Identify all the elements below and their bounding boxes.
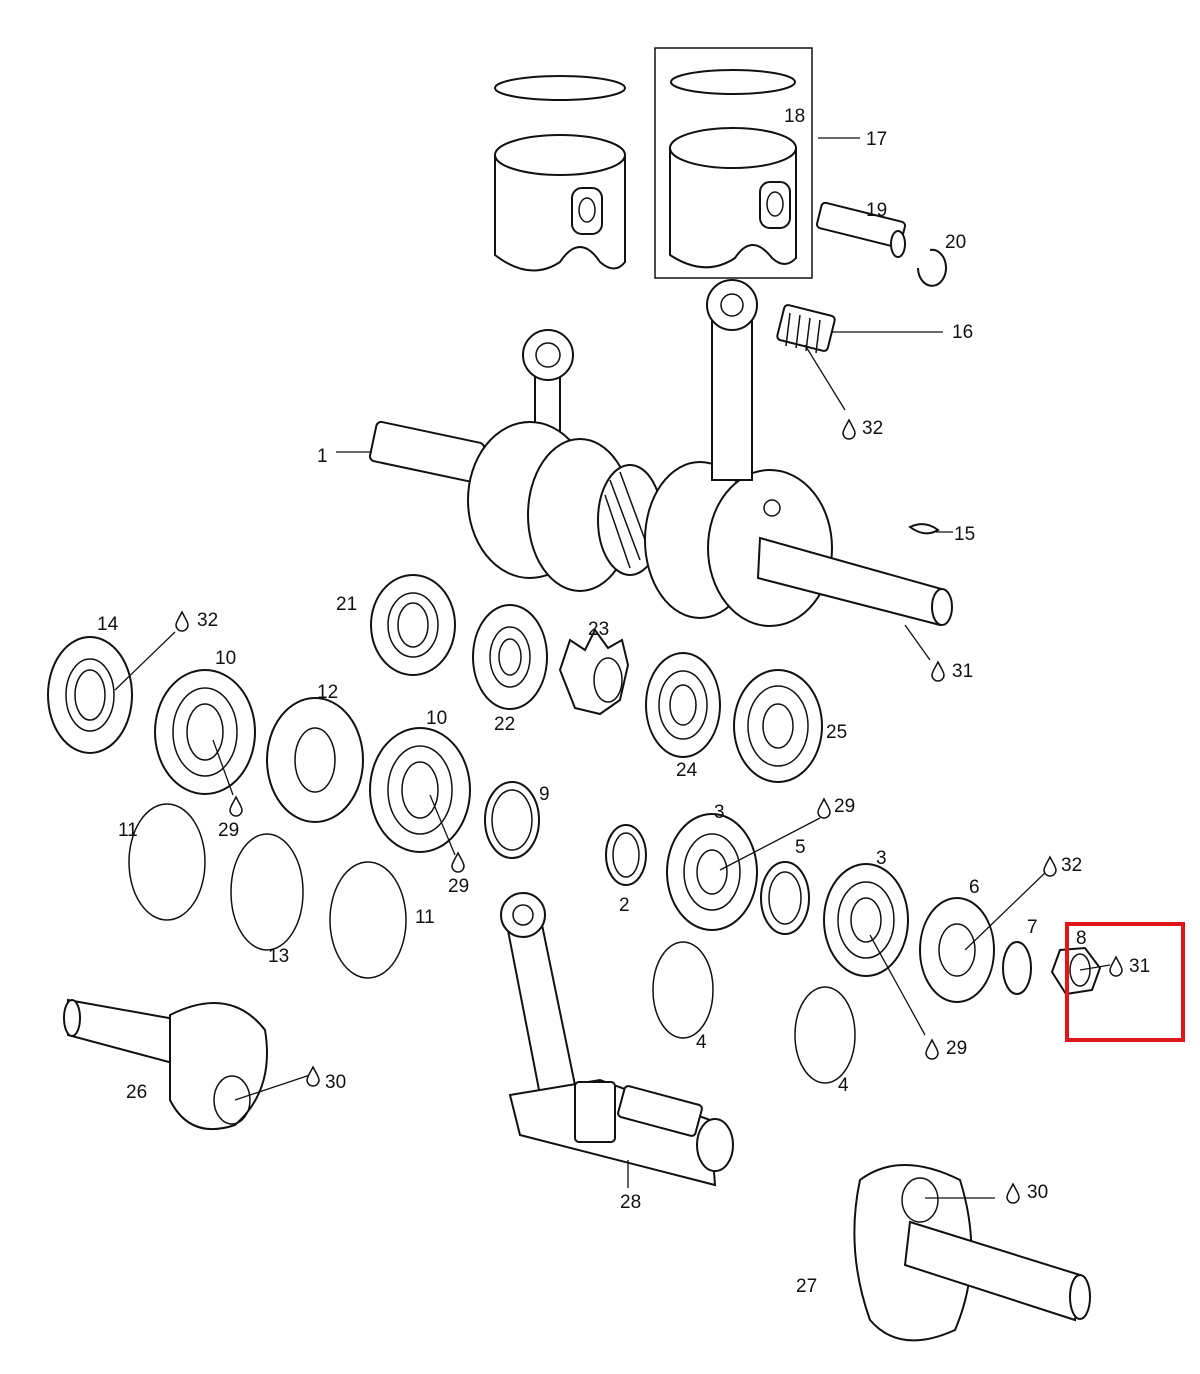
lock-washer-7 bbox=[1002, 941, 1032, 995]
label-part-32: 32 bbox=[862, 418, 883, 439]
shim-5 bbox=[760, 861, 810, 935]
bearing-12 bbox=[266, 697, 364, 823]
label-part-16: 16 bbox=[952, 322, 973, 343]
label-part-13: 13 bbox=[268, 946, 289, 967]
label-part-25: 25 bbox=[826, 722, 847, 743]
label-part-2: 2 bbox=[619, 895, 630, 916]
oil-drop-icon bbox=[925, 1039, 939, 1060]
label-part-32: 32 bbox=[197, 610, 218, 631]
oil-drop-icon bbox=[842, 419, 856, 440]
nut-8 bbox=[1050, 946, 1102, 996]
label-part-28: 28 bbox=[620, 1192, 641, 1213]
bearing-10-right bbox=[369, 727, 471, 853]
leader-lines bbox=[114, 137, 1111, 1199]
label-part-3: 3 bbox=[714, 802, 725, 823]
crank-half-26 bbox=[63, 998, 268, 1131]
label-part-9: 9 bbox=[539, 784, 550, 805]
label-part-11: 11 bbox=[415, 907, 435, 928]
bearing-25 bbox=[733, 669, 823, 783]
label-part-18: 18 bbox=[784, 106, 805, 127]
seal-22 bbox=[472, 604, 548, 710]
part-labels: 1 2 3 3 4 4 5 6 7 8 9 10 10 11 11 12 13 … bbox=[97, 106, 1150, 1297]
circlip-20 bbox=[917, 248, 947, 287]
seal-14 bbox=[47, 636, 133, 754]
label-part-31: 31 bbox=[1129, 956, 1150, 977]
o-ring-11-left bbox=[128, 803, 206, 921]
label-part-30: 30 bbox=[325, 1072, 346, 1093]
piston-right bbox=[669, 147, 797, 269]
oil-drop-icon bbox=[306, 1066, 320, 1087]
label-part-30: 30 bbox=[1027, 1182, 1048, 1203]
shim-2 bbox=[605, 824, 647, 886]
label-part-19: 19 bbox=[866, 200, 887, 221]
label-part-22: 22 bbox=[494, 714, 515, 735]
connecting-rod-28 bbox=[500, 892, 734, 1187]
label-part-15: 15 bbox=[954, 524, 975, 545]
shim-9 bbox=[484, 781, 540, 859]
label-part-14: 14 bbox=[97, 614, 119, 635]
o-ring-4-left bbox=[652, 941, 714, 1039]
label-part-26: 26 bbox=[126, 1082, 147, 1103]
oil-drop-icon bbox=[817, 798, 831, 819]
label-part-4: 4 bbox=[838, 1075, 849, 1096]
label-part-17: 17 bbox=[866, 129, 887, 150]
label-part-3: 3 bbox=[876, 848, 887, 869]
label-part-1: 1 bbox=[317, 446, 328, 467]
key-15 bbox=[908, 523, 940, 535]
label-part-12: 12 bbox=[317, 682, 338, 703]
oil-drop-icon bbox=[229, 796, 243, 817]
piston-kit-box bbox=[654, 47, 813, 279]
label-part-27: 27 bbox=[796, 1276, 817, 1297]
o-ring-13 bbox=[230, 833, 304, 951]
piston-ring-18 bbox=[670, 69, 796, 95]
label-part-21: 21 bbox=[336, 594, 357, 615]
label-part-10: 10 bbox=[215, 648, 236, 669]
oil-drop-icon bbox=[175, 611, 189, 632]
label-part-23: 23 bbox=[588, 619, 609, 640]
bearing-3-right bbox=[823, 863, 909, 977]
label-part-24: 24 bbox=[676, 760, 698, 781]
piston-left bbox=[494, 154, 626, 272]
label-part-20: 20 bbox=[945, 232, 966, 253]
highlight-box bbox=[1065, 922, 1185, 1042]
label-part-29: 29 bbox=[946, 1038, 967, 1059]
label-part-11: 11 bbox=[118, 820, 138, 841]
flange-6 bbox=[919, 897, 995, 1003]
piston-assembly-left bbox=[494, 75, 626, 272]
bearing-24 bbox=[645, 652, 721, 758]
oil-drop-icon bbox=[1043, 856, 1057, 877]
piston-ring-left bbox=[494, 75, 626, 101]
label-part-7: 7 bbox=[1027, 917, 1038, 938]
label-part-29: 29 bbox=[218, 820, 239, 841]
label-part-31: 31 bbox=[952, 661, 973, 682]
gear-23 bbox=[558, 628, 630, 716]
crank-half-27 bbox=[853, 1164, 1091, 1342]
piston-kit-17 bbox=[654, 47, 813, 279]
label-part-32: 32 bbox=[1061, 855, 1082, 876]
oil-drop-icon bbox=[1006, 1183, 1020, 1204]
bearing-3-left bbox=[666, 813, 758, 931]
o-ring-4-right bbox=[794, 986, 856, 1084]
label-part-4: 4 bbox=[696, 1032, 707, 1053]
oil-drop-icon bbox=[1109, 956, 1123, 977]
o-ring-11-right bbox=[329, 861, 407, 979]
label-part-29: 29 bbox=[834, 796, 855, 817]
label-part-8: 8 bbox=[1076, 928, 1087, 949]
label-part-10: 10 bbox=[426, 708, 447, 729]
wrist-pin-19 bbox=[815, 201, 907, 258]
crankshaft-assembly-1 bbox=[368, 279, 953, 627]
oil-drop-icon bbox=[931, 661, 945, 682]
label-part-5: 5 bbox=[795, 837, 806, 858]
label-part-29: 29 bbox=[448, 876, 469, 897]
bearing-10-left bbox=[154, 669, 256, 795]
label-part-6: 6 bbox=[969, 877, 980, 898]
seal-21 bbox=[370, 574, 456, 676]
oil-drop-icon bbox=[451, 852, 465, 873]
needle-bearing-16 bbox=[776, 304, 836, 354]
